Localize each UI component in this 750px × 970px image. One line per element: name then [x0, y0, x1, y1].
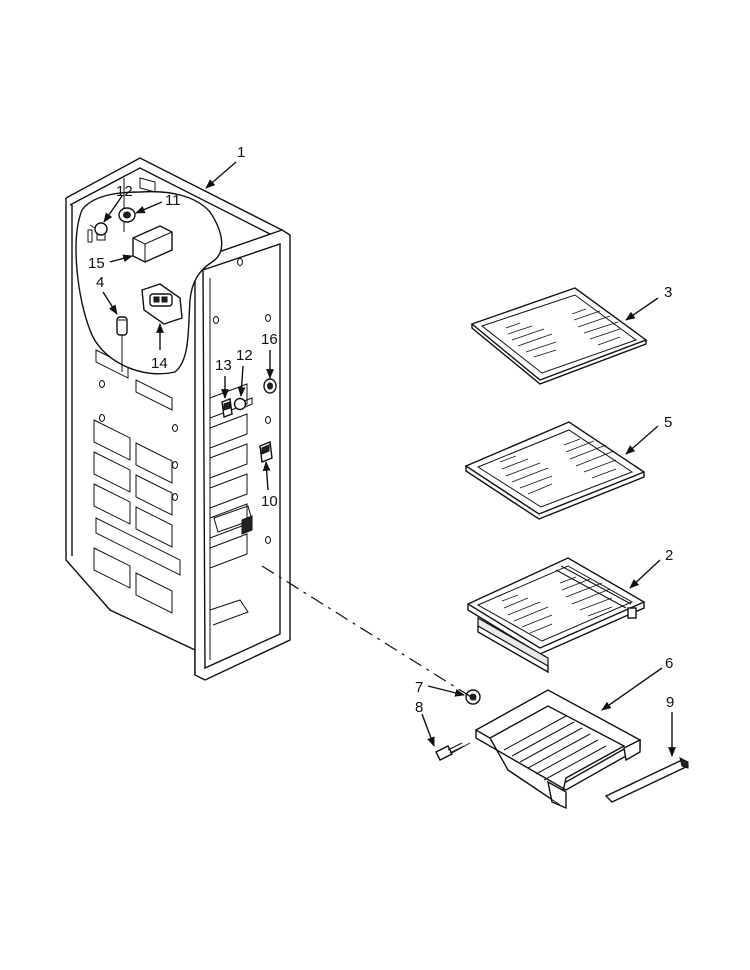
- callout-1: 1: [237, 144, 245, 161]
- glass-shelf-part-2: [466, 557, 646, 674]
- callout-13: 13: [215, 357, 232, 374]
- light-bulb-part-12-upper: [87, 222, 108, 243]
- light-socket-part-16: [263, 378, 277, 394]
- screw-leader-line: [451, 742, 471, 754]
- drawer-trim-part-9: [604, 757, 690, 803]
- glass-shelf-part-5: [464, 421, 646, 520]
- light-socket-part-11: [118, 207, 136, 223]
- light-housing-part-15: [132, 225, 173, 263]
- sensor-part-4: [116, 316, 128, 372]
- callout-11: 11: [165, 192, 181, 209]
- glass-shelf-part-3: [470, 287, 648, 385]
- callout-14: 14: [151, 355, 168, 372]
- callout-6: 6: [665, 655, 673, 672]
- control-bracket-part-14: [141, 283, 183, 325]
- liner-slots-right: [209, 383, 248, 569]
- liner-slots-left: [93, 349, 181, 614]
- callout-8: 8: [415, 699, 423, 716]
- callout-12-lower: 12: [236, 347, 253, 364]
- callout-labels: 1 12 11 15 4 14 13 12 16 10 3 5 2 6 7 8 …: [88, 144, 674, 716]
- callout-12-upper: 12: [116, 183, 133, 200]
- callout-16: 16: [261, 331, 278, 348]
- crisper-drawer-part-6: [474, 689, 642, 810]
- roller-part-7: [465, 689, 481, 705]
- callout-10: 10: [261, 493, 278, 510]
- callout-15: 15: [88, 255, 105, 272]
- callout-7: 7: [415, 679, 423, 696]
- callout-4: 4: [96, 274, 104, 291]
- clip-part-13: [221, 398, 233, 418]
- callout-2: 2: [665, 547, 673, 564]
- cutaway-detail: [75, 177, 223, 375]
- liner-holes: [99, 258, 271, 544]
- callout-3: 3: [664, 284, 672, 301]
- callout-9: 9: [666, 694, 674, 711]
- leader-lines: [102, 161, 676, 757]
- light-bulb-part-12-lower: [233, 397, 253, 411]
- callout-5: 5: [664, 414, 672, 431]
- screw-part-8: [435, 742, 465, 761]
- assembly-dashed-line: [261, 565, 477, 701]
- clip-part-10: [259, 441, 273, 463]
